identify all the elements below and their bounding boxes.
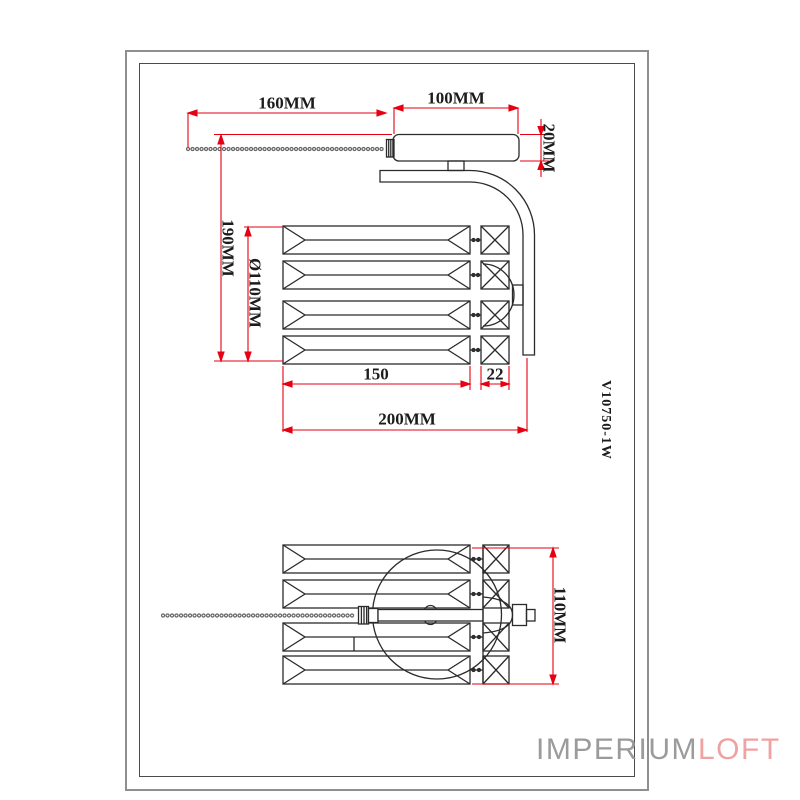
- dim-label-overall-height: 190MM: [218, 219, 238, 277]
- imperiumloft-logo: IMPERIUMLOFT: [536, 733, 781, 767]
- dim-label-crystal-length: 150: [363, 364, 389, 384]
- crystal-bars-bottom: [282, 544, 483, 685]
- dim-label-body-width: 100MM: [427, 88, 485, 108]
- crystal-end-blocks-bottom: [482, 544, 510, 685]
- crystal-end-blocks-side: [480, 225, 510, 365]
- drawing-frame-outer: [125, 50, 649, 791]
- arm-bracket: [511, 284, 524, 306]
- side-view-geometry: [185, 133, 536, 365]
- drawing-frame-inner: [139, 63, 635, 777]
- crystal-bars-side: [282, 225, 481, 365]
- curved-arm: [379, 169, 536, 356]
- dim-label-end-section: 22: [486, 364, 504, 384]
- chain-connector: [385, 138, 395, 158]
- dimension-lines: [186, 104, 559, 686]
- wall-stub-small: [525, 608, 536, 622]
- logo-loft-text: LOFT: [698, 733, 781, 766]
- dim-label-shade-diameter: Ø110MM: [245, 258, 265, 328]
- model-code-label: V10750-1W: [598, 380, 613, 460]
- wall-stub: [511, 603, 528, 627]
- canopy-arc-side: [482, 263, 515, 327]
- dim-label-depth: 110MM: [550, 586, 570, 644]
- lamp-head-body: [392, 133, 520, 162]
- bottom-view-geometry: [160, 544, 536, 685]
- dim-label-chain-length: 160MM: [258, 93, 316, 113]
- logo-imperium-text: IMPERIUM: [536, 733, 698, 766]
- arm-rod-bottom: [367, 607, 484, 624]
- dim-label-overall-width: 200MM: [378, 409, 436, 429]
- dim-label-body-height: 20MM: [539, 123, 559, 173]
- chain-connector-bottom: [357, 605, 370, 625]
- head-arm-stub: [447, 160, 465, 172]
